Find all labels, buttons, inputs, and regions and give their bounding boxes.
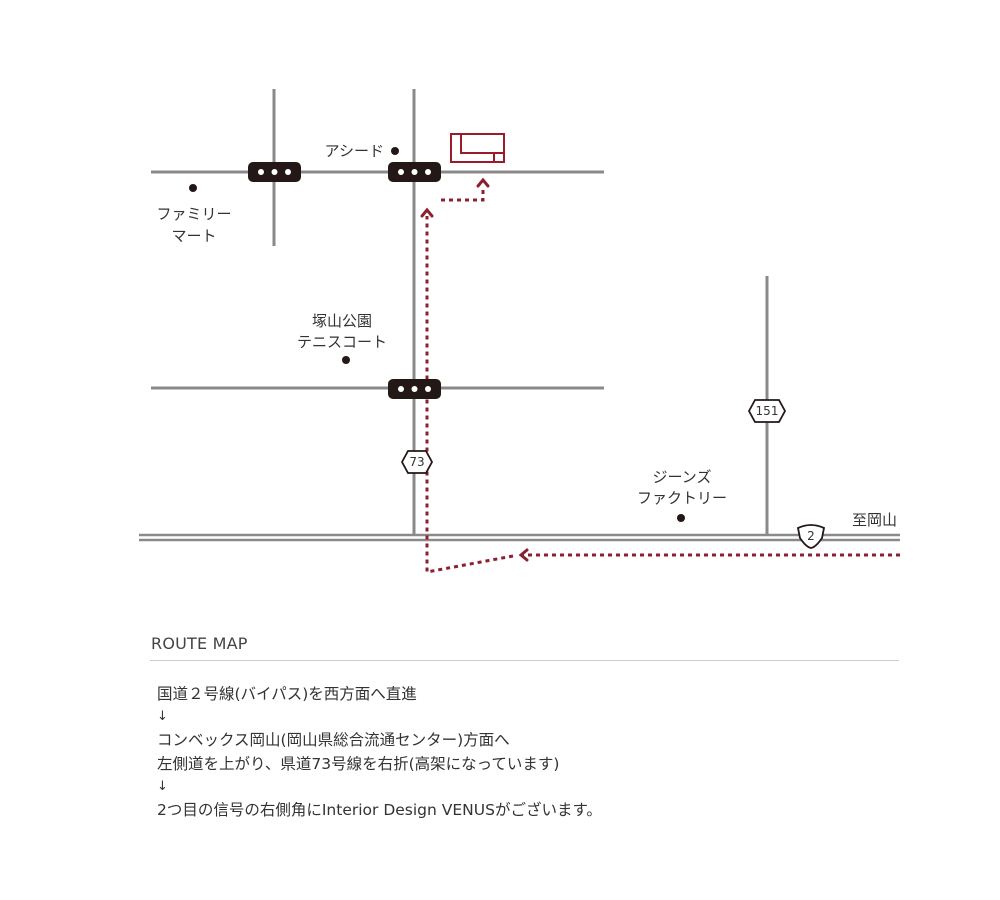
label-tennis-1: 塚山公園 [312,312,372,330]
arrow-left-icon [518,548,529,562]
label-familymart-2: マート [171,227,216,245]
roads [139,89,900,542]
shield-73-label: 73 [409,455,424,469]
label-tennis-2: テニスコート [297,333,387,351]
shield-route-151: 151 [747,399,787,423]
section-title: ROUTE MAP [151,634,248,653]
driving-route [425,186,900,574]
traffic-signal-icon [388,379,441,399]
arrow-down-icon: ↓ [157,779,168,794]
label-jeans-2: ファクトリー [637,489,727,507]
arrow-down-icon: ↓ [157,709,168,724]
landmark-dot-ashido [391,147,399,155]
label-ashido: アシード [325,142,384,160]
shield-2-label: 2 [807,529,815,543]
label-familymart-1: ファミリー [156,205,231,223]
route-path-final [441,186,485,202]
direction-step-2: コンベックス岡山(岡山県総合流通センター)方面へ [157,731,510,749]
arrow-up-icon [476,177,490,188]
label-jeans-1: ジーンズ [653,468,712,486]
shield-151-label: 151 [756,404,779,418]
section-divider [150,660,899,661]
arrow-up-icon [420,207,434,218]
traffic-signal-icon [388,162,441,182]
landmark-dots [189,147,685,522]
landmark-dot-jeans [677,514,685,522]
direction-step-4: 2つ目の信号の右側角にInterior Design VENUSがございます。 [157,801,602,819]
traffic-signal-icon [248,162,301,182]
route-map: アシード ファミリー マート 塚山公園 テニスコート ジーンズ ファクトリー 至… [139,89,900,574]
direction-step-3: 左側道を上がり、県道73号線を右折(高架になっています) [157,755,560,773]
shield-prefectural-73: 73 [400,450,434,474]
landmark-dot-familymart [189,184,197,192]
route-directions: 国道２号線(バイパス)を西方面へ直進 ↓ コンベックス岡山(岡山県総合流通センタ… [157,682,897,822]
label-to-okayama: 至岡山 [852,511,897,529]
landmark-labels: アシード ファミリー マート 塚山公園 テニスコート ジーンズ ファクトリー 至… [156,142,897,529]
direction-step-1: 国道２号線(バイパス)を西方面へ直進 [157,685,417,703]
shield-national-2: 2 [796,524,826,549]
traffic-signals [248,162,441,399]
landmark-dot-tennis [342,356,350,364]
route-arrowheads [420,177,529,562]
destination-building-icon [450,133,505,163]
